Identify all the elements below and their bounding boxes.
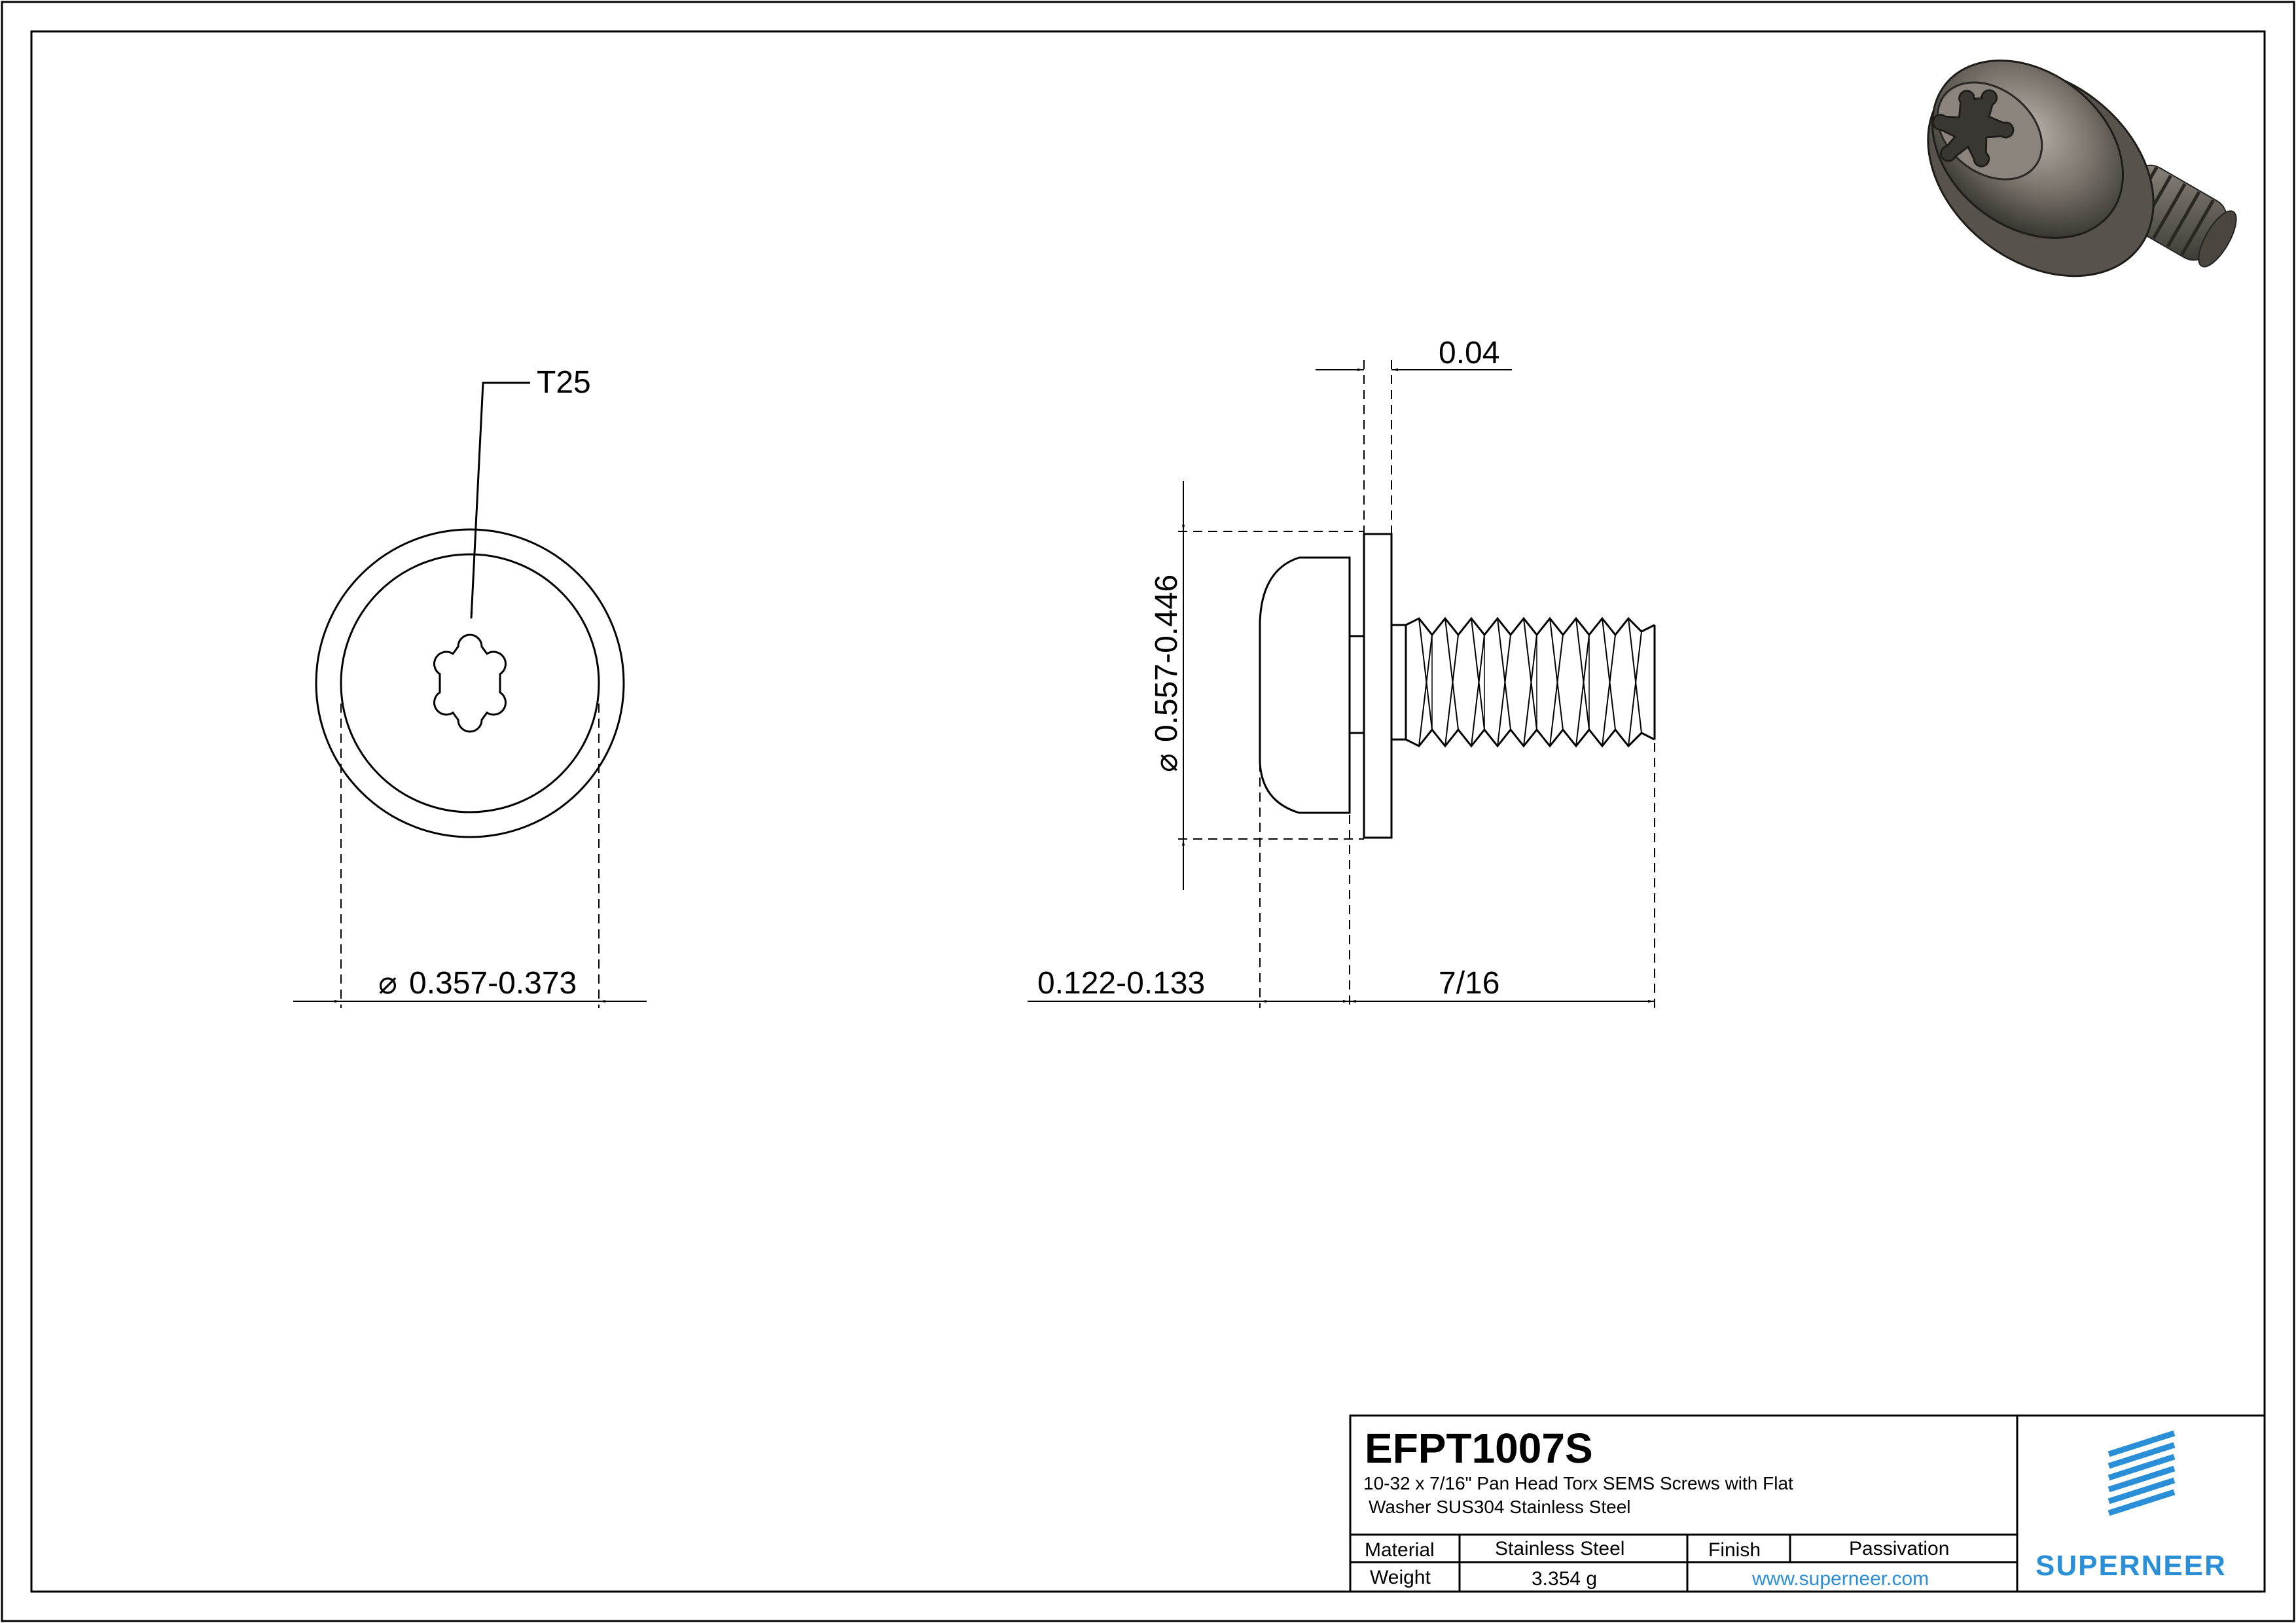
head-outline-circle [340, 553, 600, 813]
description-line-1: 10-32 x 7/16" Pan Head Torx SEMS Screws … [1363, 1473, 1793, 1493]
drive-callout-leader [470, 382, 530, 619]
threaded-shank [1391, 616, 1656, 748]
washer-outline-circle [315, 528, 625, 838]
screw-3d-render [1927, 60, 2237, 277]
sheet-inner-border [30, 30, 2266, 1593]
finish-value: Passivation [1849, 1538, 1949, 1560]
side-view [1028, 360, 1656, 1008]
finish-label: Finish [1708, 1539, 1761, 1561]
dim-diameter-range [1178, 481, 1364, 890]
part-number: EFPT1007S [1365, 1425, 1593, 1472]
drive-callout-label: T25 [537, 365, 591, 400]
diameter-symbol-range: ⌀ [1149, 753, 1184, 772]
dim-label-length: 7/16 [1439, 966, 1499, 1001]
washer-profile [1363, 533, 1393, 839]
description-line-2: Washer SUS304 Stainless Steel [1369, 1497, 1631, 1517]
dim-label-diameter-range-group: ⌀ 0.557-0.446 [1149, 575, 1184, 772]
superneer-logo-icon [2108, 1430, 2176, 1516]
torx-recess-outline [433, 633, 507, 733]
material-value: Stainless Steel [1495, 1538, 1624, 1560]
pan-head-profile [1259, 556, 1351, 814]
website-link[interactable]: www.superneer.com [1751, 1568, 1929, 1590]
dim-bottom-group [1028, 743, 1655, 1008]
dim-label-diameter-range: 0.557-0.446 [1149, 575, 1184, 742]
weight-label: Weight [1370, 1567, 1431, 1588]
dim-label-washer-thickness: 0.04 [1439, 336, 1499, 370]
diameter-symbol-recess: ⌀ [378, 966, 397, 1001]
dim-label-head-height: 0.122-0.133 [1037, 966, 1205, 1001]
front-view [293, 382, 647, 1008]
dim-washer-thickness [1316, 360, 1512, 534]
material-label: Material [1365, 1539, 1435, 1561]
brand-name: SUPERNEER [2036, 1550, 2227, 1582]
weight-value: 3.354 g [1532, 1568, 1597, 1590]
dim-label-recess-diameter: 0.357-0.373 [409, 966, 577, 1001]
title-block [1349, 1414, 2266, 1593]
